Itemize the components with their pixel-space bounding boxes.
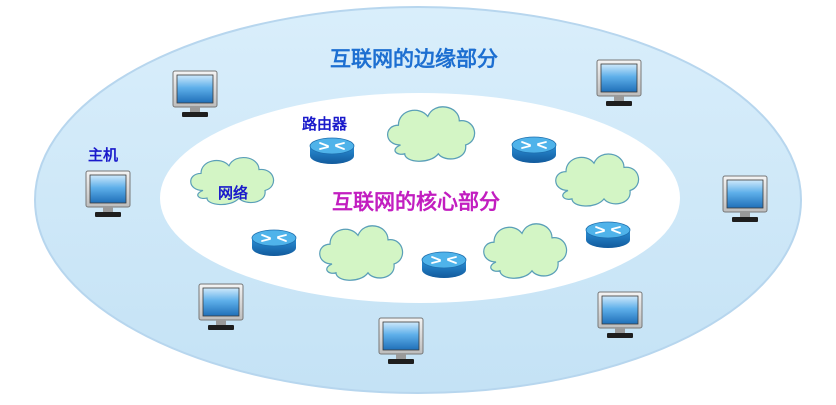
router-icon bbox=[251, 229, 297, 257]
router-icon bbox=[585, 221, 631, 249]
host-label: 主机 bbox=[88, 146, 119, 164]
core-part-title: 互联网的核心部分 bbox=[332, 190, 500, 214]
edge-part-title: 互联网的边缘部分 bbox=[330, 47, 498, 71]
router-icon bbox=[511, 136, 557, 164]
network-label: 网络 bbox=[218, 184, 249, 202]
router-icon bbox=[421, 251, 467, 279]
router-icon bbox=[309, 137, 355, 165]
router-label: 路由器 bbox=[302, 115, 348, 133]
